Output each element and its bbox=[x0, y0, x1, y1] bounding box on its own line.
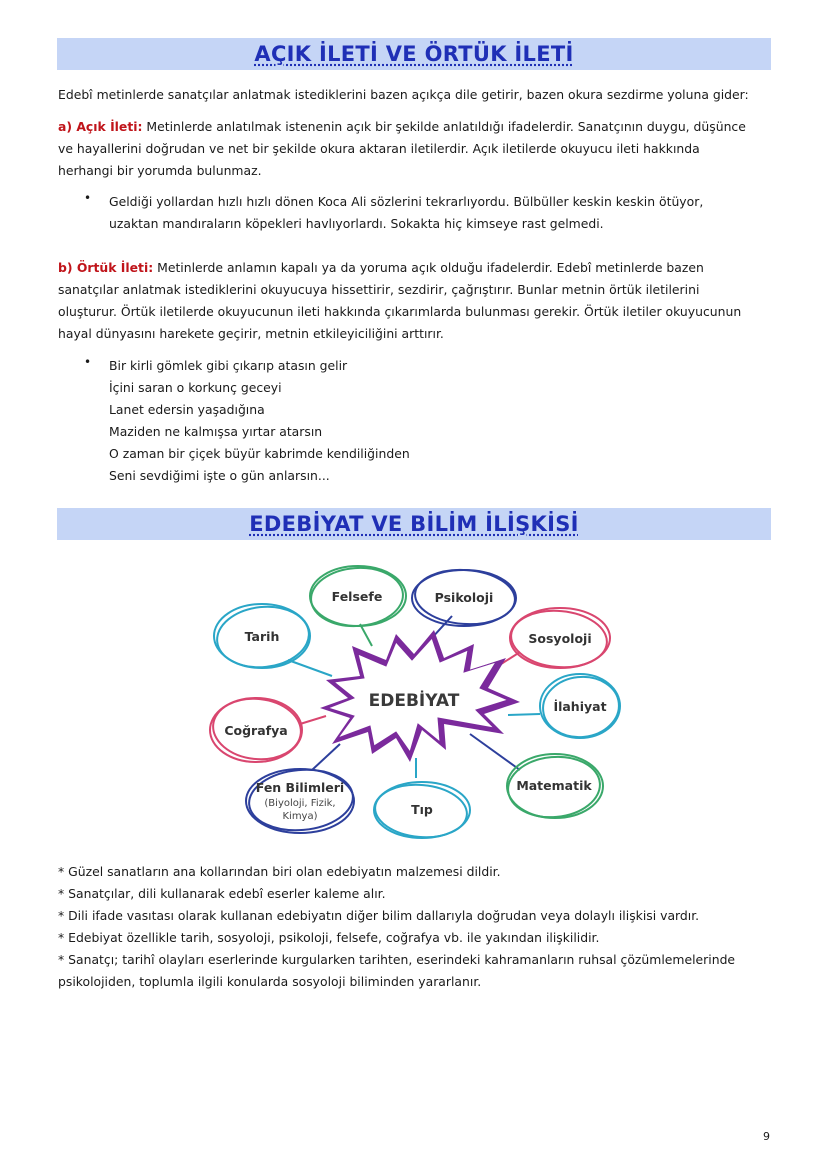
node-tip bbox=[373, 781, 471, 839]
bullet-icon: • bbox=[84, 191, 92, 205]
ortuk-ileti-paragraph: b) Örtük İleti: Metinlerde anlamın kapal… bbox=[58, 257, 770, 345]
poem-line: O zaman bir çiçek büyür kabrimde kendili… bbox=[109, 446, 410, 461]
connector-ilahiyat bbox=[507, 713, 541, 716]
node-ilahiyat bbox=[539, 673, 621, 739]
ortuk-line: hayal dünyasını harekete geçirir, metnin… bbox=[58, 326, 444, 341]
note-line: psikolojiden, toplumla ilgili konularda … bbox=[58, 974, 482, 989]
note-line: * Dili ifade vasıtası olarak kullanan ed… bbox=[58, 908, 700, 923]
label-psikoloji: Psikoloji bbox=[435, 590, 494, 605]
acik-line: ve hayallerini doğrudan ve net bir şekil… bbox=[58, 141, 700, 156]
edebiyat-diagram: EDEBİYAT Felsefe Psikoloji Tarih Sosyolo… bbox=[209, 565, 621, 839]
node-cografya bbox=[209, 697, 303, 763]
acik-ileti-paragraph: a) Açık İleti: Metinlerde anlatılmak ist… bbox=[58, 116, 770, 182]
node-matematik bbox=[506, 753, 604, 819]
connector-fen bbox=[311, 743, 341, 771]
acik-example: Geldiği yollardan hızlı hızlı dönen Koca… bbox=[109, 191, 749, 235]
edebiyat-starburst bbox=[320, 630, 520, 762]
label-tarih: Tarih bbox=[245, 629, 280, 644]
notes-list: * Güzel sanatların ana kollarından biri … bbox=[58, 861, 770, 993]
label-ilahiyat: İlahiyat bbox=[553, 699, 606, 714]
connector-matematik bbox=[469, 733, 521, 771]
section-title: AÇIK İLETİ VE ÖRTÜK İLETİ bbox=[254, 42, 574, 66]
label-cografya: Coğrafya bbox=[224, 723, 287, 738]
label-felsefe: Felsefe bbox=[332, 589, 383, 604]
label-tip: Tıp bbox=[411, 802, 433, 817]
note-line: * Güzel sanatların ana kollarından biri … bbox=[58, 864, 501, 879]
example-line: Geldiği yollardan hızlı hızlı dönen Koca… bbox=[109, 194, 704, 209]
poem-line: Bir kirli gömlek gibi çıkarıp atasın gel… bbox=[109, 358, 348, 373]
ortuk-ileti-label: b) Örtük İleti: bbox=[58, 260, 154, 275]
node-psikoloji bbox=[411, 568, 517, 627]
note-line: * Edebiyat özellikle tarih, sosyoloji, p… bbox=[58, 930, 600, 945]
label-fen-sub: Kimya) bbox=[282, 811, 317, 822]
example-line: uzaktan mandıraların köpekleri havlıyorl… bbox=[109, 216, 604, 231]
node-fen-bilimleri bbox=[245, 768, 355, 834]
note-line: * Sanatçılar, dili kullanarak edebî eser… bbox=[58, 886, 386, 901]
poem-line: Maziden ne kalmışsa yırtar atarsın bbox=[109, 424, 323, 439]
acik-line: herhangi bir yorumda bulunmaz. bbox=[58, 163, 262, 178]
label-matematik: Matematik bbox=[516, 778, 592, 793]
node-tarih bbox=[213, 603, 311, 669]
intro-text: Edebî metinlerde sanatçılar anlatmak ist… bbox=[58, 87, 749, 102]
connector-felsefe bbox=[359, 623, 373, 647]
diagram-center-label: EDEBİYAT bbox=[369, 689, 460, 711]
acik-ileti-label: a) Açık İleti: bbox=[58, 119, 143, 134]
label-sosyoloji: Sosyoloji bbox=[528, 631, 591, 646]
label-fen-bilimleri: Fen Bilimleri bbox=[256, 780, 344, 795]
ortuk-line: Metinlerde anlamın kapalı ya da yoruma a… bbox=[153, 260, 704, 275]
section-header-edebiyat-bilim: EDEBİYAT VE BİLİM İLİŞKİSİ bbox=[57, 508, 771, 540]
connector-cografya bbox=[299, 715, 327, 725]
ortuk-line: oluşturur. Örtük iletilerde okuyucunun i… bbox=[58, 304, 742, 319]
label-fen-sub: (Biyoloji, Fizik, bbox=[264, 798, 335, 809]
section-title: EDEBİYAT VE BİLİM İLİŞKİSİ bbox=[249, 512, 579, 536]
page-number: 9 bbox=[763, 1130, 770, 1143]
note-line: * Sanatçı; tarihî olayları eserlerinde k… bbox=[58, 952, 736, 967]
poem-line: Lanet edersin yaşadığına bbox=[109, 402, 265, 417]
poem-line: Seni sevdiğimi işte o gün anlarsın... bbox=[109, 468, 330, 483]
bullet-icon: • bbox=[84, 355, 92, 369]
connector-tarih bbox=[287, 659, 333, 677]
poem-line: İçini saran o korkunç geceyi bbox=[109, 380, 282, 395]
acik-line: Metinlerde anlatılmak istenenin açık bir… bbox=[142, 119, 746, 134]
poem: Bir kirli gömlek gibi çıkarıp atasın gel… bbox=[109, 355, 749, 487]
node-felsefe bbox=[309, 565, 407, 628]
section-header-acik-ortuk: AÇIK İLETİ VE ÖRTÜK İLETİ bbox=[57, 38, 771, 70]
ortuk-line: sanatçılar anlatmak istediklerini okuyuc… bbox=[58, 282, 700, 297]
node-sosyoloji bbox=[509, 607, 611, 669]
